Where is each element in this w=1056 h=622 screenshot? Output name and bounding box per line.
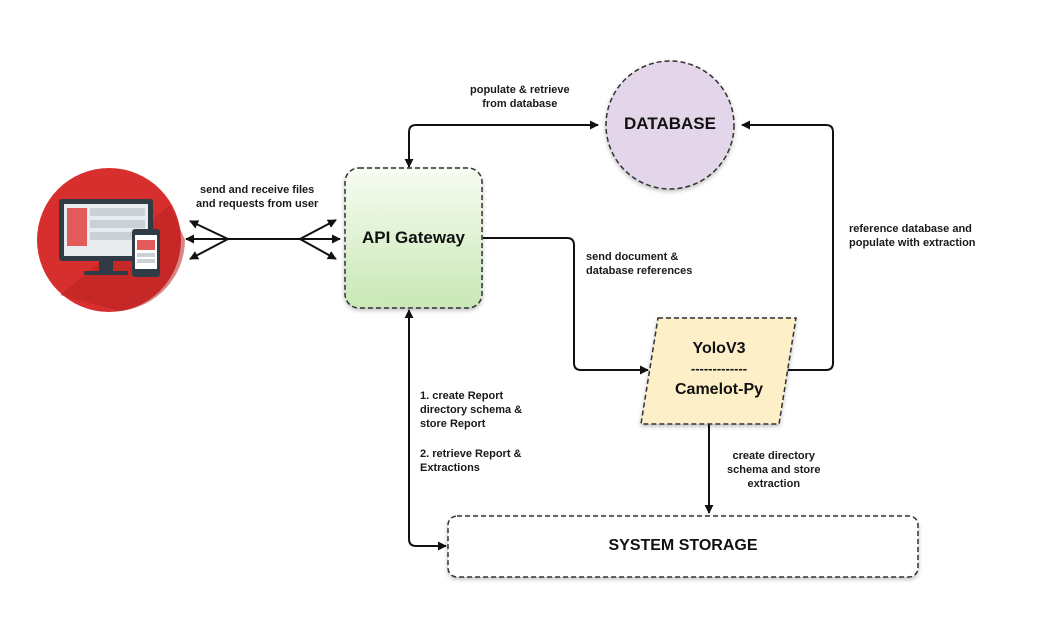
label-line: populate with extraction (849, 237, 976, 249)
processor-separator: ------------- (690, 361, 748, 376)
processor-node (640, 317, 797, 425)
label-line: 1. create Report (420, 390, 504, 402)
label-line: create directory (732, 450, 816, 462)
label-line: and requests from user (196, 198, 319, 210)
yolov3-label: YoloV3 (692, 340, 746, 357)
system-storage-node (447, 515, 919, 578)
api-gateway-node (344, 167, 483, 309)
edge-gateway-processor (483, 237, 649, 375)
edge-gateway-storage (404, 309, 447, 551)
edge-client-gateway (185, 219, 341, 260)
label-line: send document & (586, 251, 679, 263)
label-gateway-database: populate & retrieve from database (470, 83, 570, 111)
api-gateway-label: API Gateway (362, 228, 465, 247)
label-line: 2. retrieve Report & (420, 448, 522, 460)
database-node (605, 60, 735, 190)
label-processor-database: reference database and populate with ext… (849, 222, 976, 250)
database-label: DATABASE (624, 114, 716, 133)
label-line: schema and store (727, 464, 821, 476)
label-gateway-storage-1: 1. create Report directory schema & stor… (420, 389, 522, 431)
label-gateway-storage-2: 2. retrieve Report & Extractions (420, 447, 521, 475)
label-line: populate & retrieve (470, 84, 570, 96)
label-processor-storage: create directory schema and store extrac… (727, 449, 821, 491)
label-line: directory schema & (420, 404, 523, 416)
system-storage-label: SYSTEM STORAGE (608, 537, 758, 554)
edge-gateway-database (404, 120, 599, 168)
label-line: database references (586, 265, 693, 277)
label-client-gateway: send and receive files and requests from… (196, 183, 318, 211)
label-line: reference database and (849, 223, 972, 235)
edge-processor-database (741, 120, 834, 371)
camelot-py-label: Camelot-Py (674, 381, 764, 398)
label-line: store Report (420, 418, 486, 430)
client-device-icon (37, 168, 185, 312)
label-line: send and receive files (199, 184, 315, 196)
label-line: extraction (747, 478, 801, 490)
label-gateway-processor: send document & database references (586, 250, 692, 278)
label-line: Extractions (420, 462, 480, 474)
label-line: from database (482, 98, 558, 110)
